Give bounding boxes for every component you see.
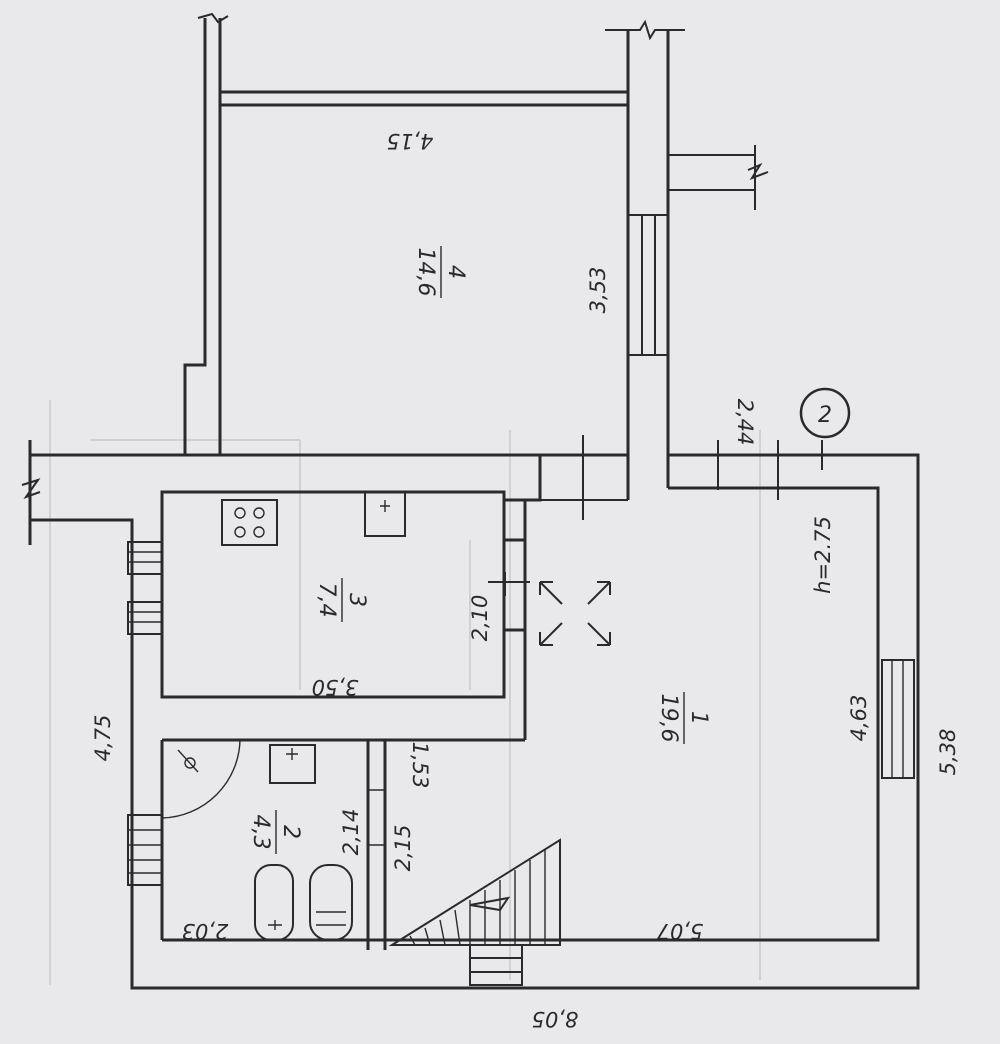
dim-right-room: 4,63 <box>847 695 871 742</box>
dim-total-bottom: 8,05 <box>532 1007 579 1031</box>
room-2-label: 2 4,3 <box>248 810 303 854</box>
dim-height: h=2.75 <box>811 516 835 594</box>
room-1-number: 1 <box>686 711 711 725</box>
dim-left-total: 4,75 <box>91 715 115 762</box>
dim-bath-side-a: 2,14 <box>339 809 363 856</box>
dim-kitchen-bottom: 3,50 <box>312 675 359 699</box>
left-windows <box>127 541 163 886</box>
marker-label: 2 <box>818 403 832 428</box>
room-4-walls <box>183 12 769 500</box>
dim-bath-bottom: 2,03 <box>182 919 229 943</box>
room-1-area: 19,6 <box>656 694 681 743</box>
staircase <box>388 838 561 986</box>
room-2-area: 4,3 <box>248 815 273 850</box>
room-4-label: 4 14,6 <box>413 246 468 298</box>
dim-kitchen-side: 2,10 <box>468 595 492 642</box>
room-3-area: 7,4 <box>314 583 339 618</box>
outer-walls <box>21 440 920 990</box>
ghost-lines <box>49 400 761 985</box>
dim-room4-side: 3,53 <box>586 267 610 314</box>
dim-bath-side-b: 2,15 <box>391 825 415 872</box>
room-1-label: 1 19,6 <box>656 692 711 744</box>
room-2-bathroom <box>160 738 525 950</box>
room-4-number: 4 <box>443 265 468 279</box>
right-window <box>881 659 915 779</box>
marker-circle <box>799 387 851 439</box>
dim-room4-top: 4,15 <box>387 129 434 153</box>
room-3-label: 3 7,4 <box>314 578 369 622</box>
room-3-number: 3 <box>344 593 369 607</box>
vent-icon <box>488 572 611 646</box>
room-2-number: 2 <box>278 825 303 839</box>
dim-room1-bottom: 5,07 <box>656 919 703 943</box>
room-4-area: 14,6 <box>413 248 438 297</box>
dim-bath-partition: 1,53 <box>408 742 432 789</box>
corridor-ticks <box>717 440 823 490</box>
dim-right-total: 5,38 <box>936 729 960 776</box>
dim-corridor: 2,44 <box>733 399 757 446</box>
